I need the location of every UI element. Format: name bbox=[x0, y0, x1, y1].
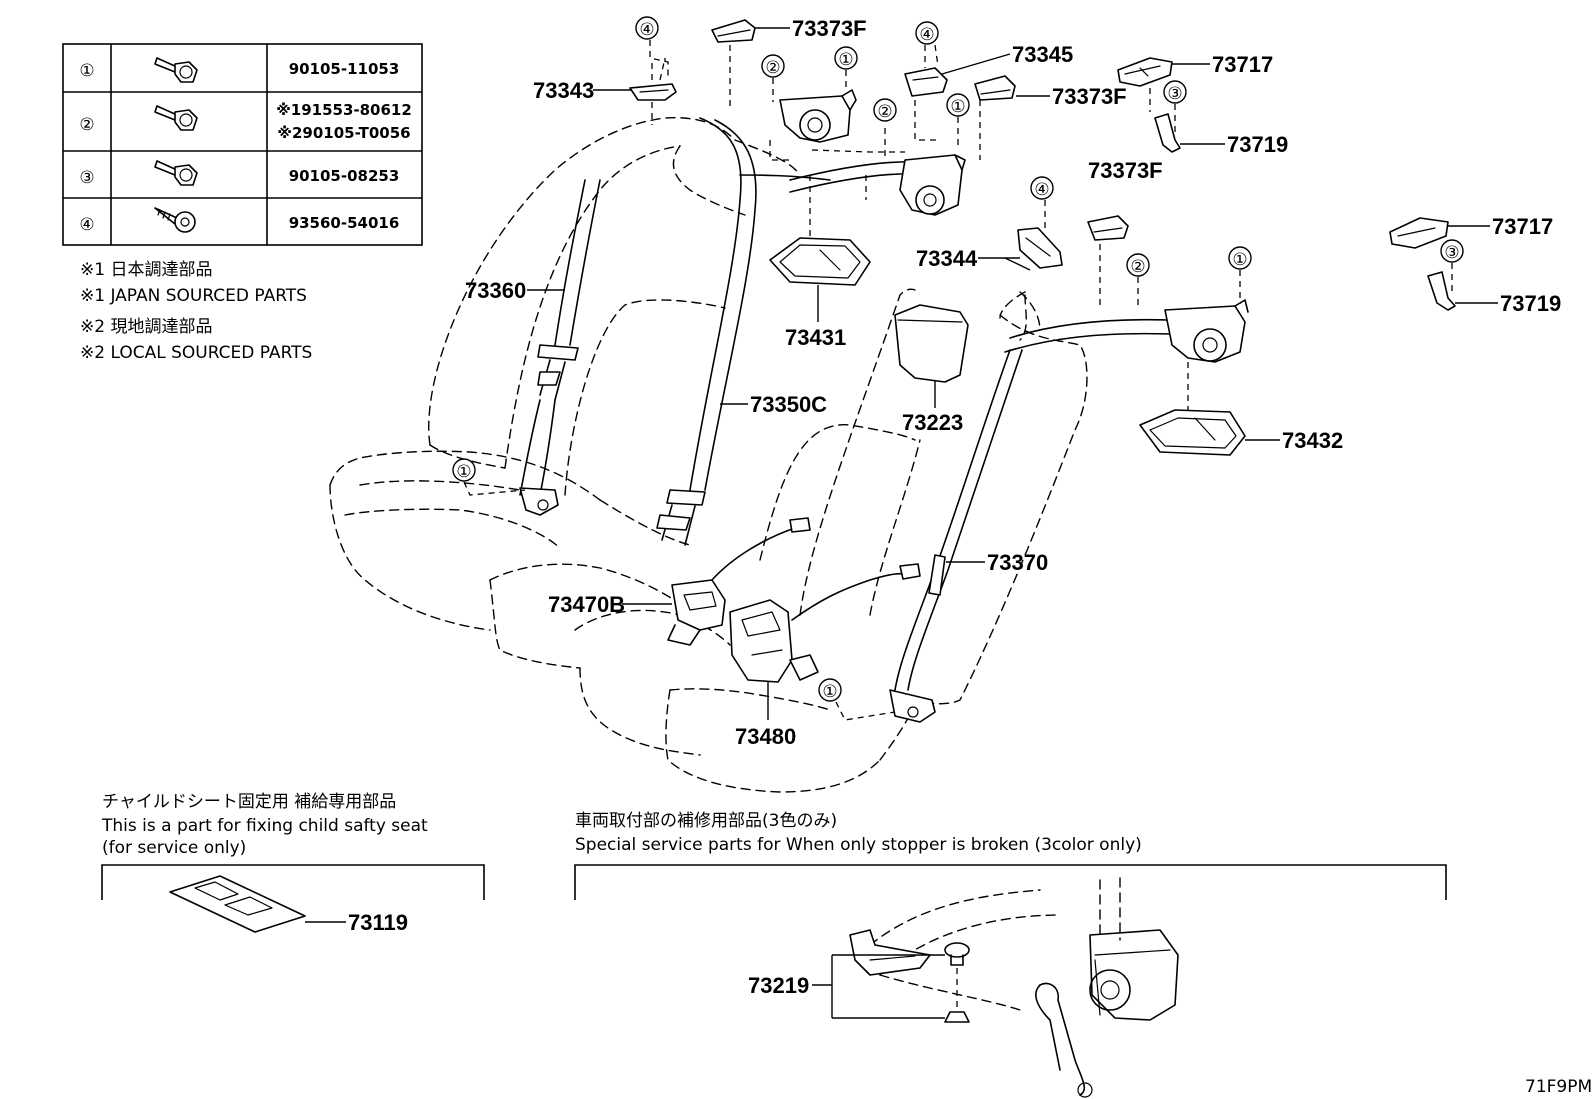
stopper-button-top bbox=[944, 942, 970, 966]
fastener-index-1: ① bbox=[79, 61, 94, 81]
bracket-73343 bbox=[629, 83, 677, 101]
note-jp-1: ※1 日本調達部品 bbox=[80, 260, 212, 280]
sourcing-notes: ※1 日本調達部品 ※1 JAPAN SOURCED PARTS ※2 現地調達… bbox=[80, 260, 312, 363]
tongue-73719-b bbox=[1427, 271, 1456, 311]
tray-73432 bbox=[1139, 409, 1246, 456]
label-73480: 73480 bbox=[735, 724, 796, 749]
fastener-index-2: ② bbox=[79, 115, 94, 135]
tongue-73719-a bbox=[1154, 113, 1181, 153]
bolt-icon bbox=[154, 57, 198, 83]
stopper-title-jp: 車両取付部の補修用部品(3色のみ) bbox=[575, 811, 837, 831]
diagram-code: 71F9PM bbox=[1525, 1077, 1592, 1097]
cover-73373F-mid bbox=[974, 75, 1016, 101]
cap-73717-a bbox=[1117, 57, 1173, 87]
belt-73350C bbox=[656, 117, 831, 546]
fastener-part-no-4: 93560-54016 bbox=[289, 214, 400, 232]
fastener-index-4: ④ bbox=[79, 215, 94, 235]
label-73470B: 73470B bbox=[548, 592, 625, 617]
child-seat-title-en-1: This is a part for fixing child safty se… bbox=[101, 816, 428, 836]
retractor-top-left bbox=[779, 89, 857, 143]
label-73344: 73344 bbox=[916, 246, 978, 271]
child-seat-title-en-2: (for service only) bbox=[102, 838, 246, 858]
callout-1-a: ① bbox=[838, 50, 853, 70]
cap-73717-b bbox=[1389, 217, 1449, 249]
callout-1-d: ① bbox=[1232, 250, 1247, 270]
fastener-part-no-2a: ※191553-80612 bbox=[276, 101, 412, 119]
callout-1-b: ① bbox=[456, 462, 471, 482]
callout-3-a: ③ bbox=[1167, 84, 1182, 104]
label-73360: 73360 bbox=[465, 278, 526, 303]
fastener-index-3: ③ bbox=[79, 168, 94, 188]
label-73717-b: 73717 bbox=[1492, 214, 1553, 239]
plate-73119 bbox=[169, 875, 306, 933]
callout-3-b: ③ bbox=[1444, 243, 1459, 263]
label-73119: 73119 bbox=[348, 910, 408, 935]
label-73219: 73219 bbox=[748, 973, 809, 998]
label-73373F-a: 73373F bbox=[792, 16, 867, 41]
belt-73360 bbox=[519, 179, 601, 516]
child-seat-title-jp: チャイルドシート固定用 補給専用部品 bbox=[102, 792, 396, 812]
callout-1-c: ① bbox=[950, 97, 965, 117]
label-73223: 73223 bbox=[902, 410, 963, 435]
note-en-2: ※2 LOCAL SOURCED PARTS bbox=[80, 343, 312, 363]
label-73719-a: 73719 bbox=[1227, 132, 1288, 157]
label-73373F-c: 73373F bbox=[1088, 158, 1163, 183]
fastener-part-no-1: 90105-11053 bbox=[289, 60, 400, 78]
bracket-73344 bbox=[1017, 227, 1063, 269]
fastener-part-no-2b: ※290105-T0056 bbox=[277, 124, 410, 142]
label-73719-b: 73719 bbox=[1500, 291, 1561, 316]
stopper-service-section: 車両取付部の補修用部品(3色のみ) Special service parts … bbox=[574, 811, 1447, 1098]
callout-1-e: ① bbox=[822, 682, 837, 702]
callout-2-b: ② bbox=[877, 102, 892, 122]
callout-2-a: ② bbox=[765, 58, 780, 78]
note-jp-2: ※2 現地調達部品 bbox=[80, 317, 212, 337]
retractor-right bbox=[1004, 299, 1249, 363]
fastener-part-no-3: 90105-08253 bbox=[289, 167, 400, 185]
callout-4-b: ④ bbox=[919, 25, 934, 45]
child-seat-service-section: チャイルドシート固定用 補給専用部品 This is a part for fi… bbox=[101, 792, 485, 935]
callout-2-c: ② bbox=[1130, 257, 1145, 277]
label-73370: 73370 bbox=[987, 550, 1048, 575]
stopper-title-en: Special service parts for When only stop… bbox=[575, 835, 1142, 855]
stopper-button-bottom bbox=[944, 1011, 970, 1023]
buckle-73470B bbox=[667, 517, 811, 646]
bolt-icon bbox=[154, 105, 198, 131]
callout-4-a: ④ bbox=[639, 20, 654, 40]
bolt-icon bbox=[154, 160, 198, 186]
screw-icon bbox=[154, 207, 196, 233]
note-en-1: ※1 JAPAN SOURCED PARTS bbox=[80, 286, 307, 306]
label-73343: 73343 bbox=[533, 78, 594, 103]
label-73432: 73432 bbox=[1282, 428, 1343, 453]
bracket-73345 bbox=[904, 67, 948, 97]
label-73717-a: 73717 bbox=[1212, 52, 1273, 77]
buckle-73480 bbox=[729, 563, 921, 683]
cover-73373F-top bbox=[711, 19, 756, 43]
rear-seat-outline bbox=[329, 117, 1088, 793]
label-73350C: 73350C bbox=[750, 392, 827, 417]
callout-4-c: ④ bbox=[1034, 180, 1049, 200]
belt-73370 bbox=[889, 349, 1023, 723]
label-73431: 73431 bbox=[785, 325, 846, 350]
label-73345: 73345 bbox=[1012, 42, 1073, 67]
cover-73373F-right bbox=[1087, 215, 1129, 241]
cup-73223 bbox=[894, 304, 969, 383]
fastener-table: ① ② ③ ④ 90105-11053 ※191553-80612 ※290 bbox=[62, 43, 423, 246]
retractor-center bbox=[789, 154, 966, 216]
label-73373F-b: 73373F bbox=[1052, 84, 1127, 109]
tray-73431 bbox=[769, 237, 871, 286]
